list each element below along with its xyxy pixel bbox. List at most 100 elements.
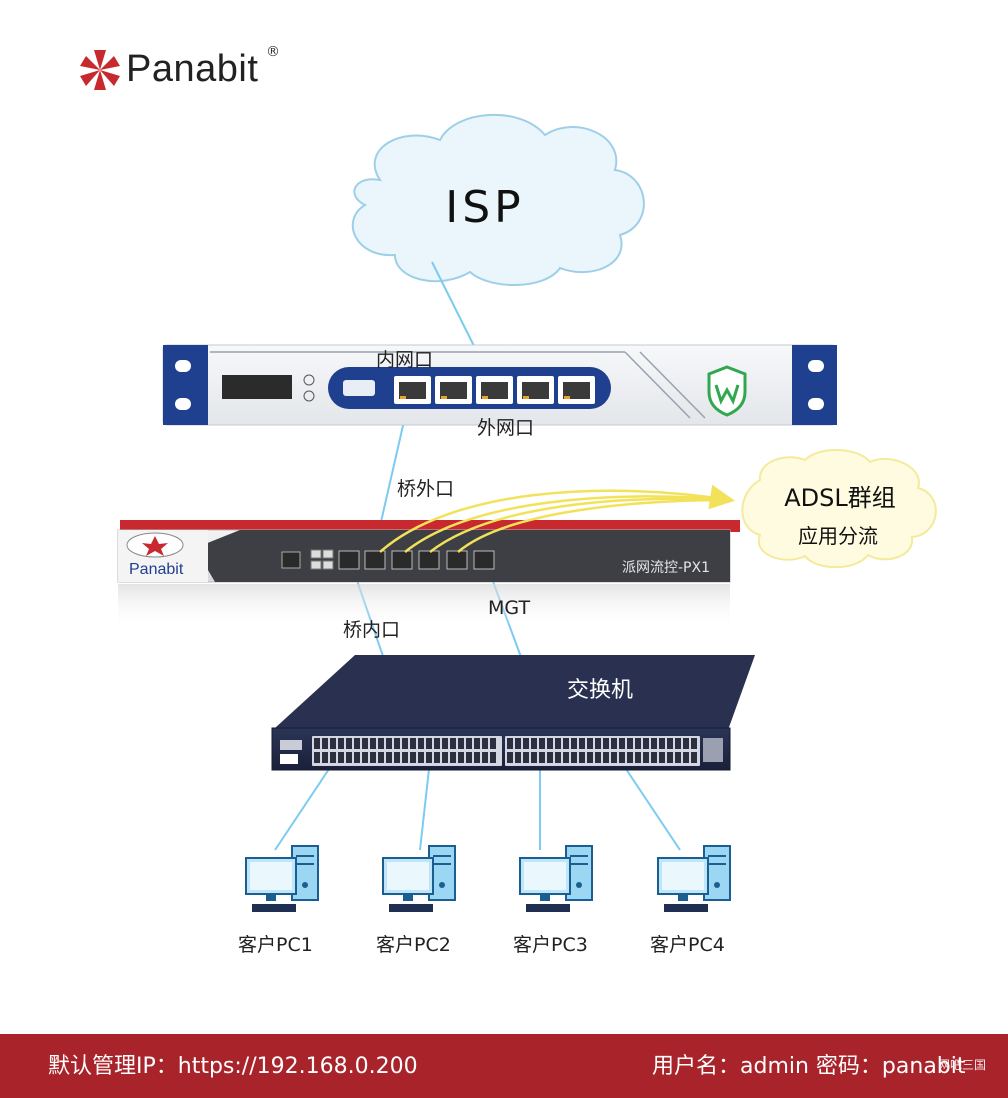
switch-port	[659, 752, 665, 763]
switch-port	[611, 752, 617, 763]
switch-port	[482, 752, 488, 763]
bridge-inner-label: 桥内口	[343, 619, 401, 641]
switch-port	[507, 752, 513, 763]
switch-port	[338, 738, 344, 749]
switch-port	[362, 738, 368, 749]
panabit-device-model: 派网流控-PX1	[622, 560, 710, 576]
switch-port	[531, 738, 537, 749]
brand-name: Panabit	[126, 48, 259, 90]
link-switch-pc4	[619, 759, 681, 851]
switch-port	[507, 738, 513, 749]
switch-port	[474, 752, 480, 763]
isp-label: ISP	[445, 182, 524, 233]
switch-port	[515, 752, 521, 763]
pc-icon	[382, 845, 456, 912]
switch-port	[490, 738, 496, 749]
switch-port	[442, 738, 448, 749]
switch-port	[667, 738, 673, 749]
switch-port	[378, 738, 384, 749]
switch-port	[330, 738, 336, 749]
footer-bar: 默认管理IP：https://192.168.0.200 用户名：admin 密…	[0, 1034, 1008, 1098]
switch-port	[643, 752, 649, 763]
switch-port	[490, 752, 496, 763]
switch-port	[611, 738, 617, 749]
switch-port	[338, 752, 344, 763]
switch-port	[346, 738, 352, 749]
switch-port	[474, 738, 480, 749]
switch-port	[314, 738, 320, 749]
switch-port	[539, 752, 545, 763]
switch-port	[619, 738, 625, 749]
switch-port	[547, 738, 553, 749]
switch-port	[595, 738, 601, 749]
switch-port	[394, 738, 400, 749]
switch-port	[386, 738, 392, 749]
pc-icon	[245, 845, 319, 912]
switch-port	[683, 738, 689, 749]
switch-port	[603, 738, 609, 749]
pc-icon	[657, 845, 731, 912]
switch-port	[523, 752, 529, 763]
switch-port	[563, 738, 569, 749]
switch-port	[515, 738, 521, 749]
switch-port	[450, 752, 456, 763]
switch-port	[675, 752, 681, 763]
pc3-label: 客户PC3	[513, 934, 588, 956]
switch-port	[539, 738, 545, 749]
switch-label: 交换机	[567, 678, 634, 703]
switch-port	[579, 738, 585, 749]
adsl-cloud: ADSL群组 应用分流	[741, 449, 937, 569]
switch-port	[587, 738, 593, 749]
switch-port	[635, 738, 641, 749]
switch-port	[651, 752, 657, 763]
switch-port	[571, 752, 577, 763]
switch-port	[322, 738, 328, 749]
panabit-star-icon	[80, 50, 120, 90]
switch-port	[563, 752, 569, 763]
switch-port	[651, 738, 657, 749]
link-switch-pc2	[419, 759, 431, 851]
switch-port	[635, 752, 641, 763]
switch-port	[314, 752, 320, 763]
isp-cloud: ISP	[351, 114, 645, 287]
switch-port	[442, 752, 448, 763]
adsl-cloud-line1: ADSL群组	[784, 484, 896, 512]
switch-port	[434, 738, 440, 749]
switch-port	[434, 752, 440, 763]
switch-port	[402, 752, 408, 763]
switch-port	[587, 752, 593, 763]
switch-port	[426, 738, 432, 749]
switch-port	[410, 738, 416, 749]
switch-port	[691, 738, 697, 749]
switch-port	[362, 752, 368, 763]
switch-port	[675, 738, 681, 749]
switch-port	[346, 752, 352, 763]
adsl-links	[379, 484, 735, 553]
shield-logo-icon	[707, 365, 747, 417]
pc2-label: 客户PC2	[376, 934, 451, 956]
switch-port	[370, 738, 376, 749]
switch-port	[627, 752, 633, 763]
outer-port-label: 外网口	[477, 417, 535, 439]
inner-port-label: 内网口	[376, 349, 434, 371]
switch-port	[386, 752, 392, 763]
switch-port	[531, 752, 537, 763]
switch-port	[603, 752, 609, 763]
switch-port	[322, 752, 328, 763]
switch-port	[482, 738, 488, 749]
panabit-logo: Panabit ®	[78, 44, 280, 96]
pc1-label: 客户PC1	[238, 934, 313, 956]
switch-port	[458, 738, 464, 749]
switch-port	[418, 738, 424, 749]
switch-port	[571, 738, 577, 749]
switch-device	[271, 655, 755, 771]
switch-port	[466, 752, 472, 763]
switch-port	[523, 738, 529, 749]
switch-port	[579, 752, 585, 763]
switch-port	[691, 752, 697, 763]
switch-port	[378, 752, 384, 763]
mgt-label: MGT	[488, 597, 531, 619]
adsl-cloud-line2: 应用分流	[798, 524, 878, 548]
switch-port	[402, 738, 408, 749]
